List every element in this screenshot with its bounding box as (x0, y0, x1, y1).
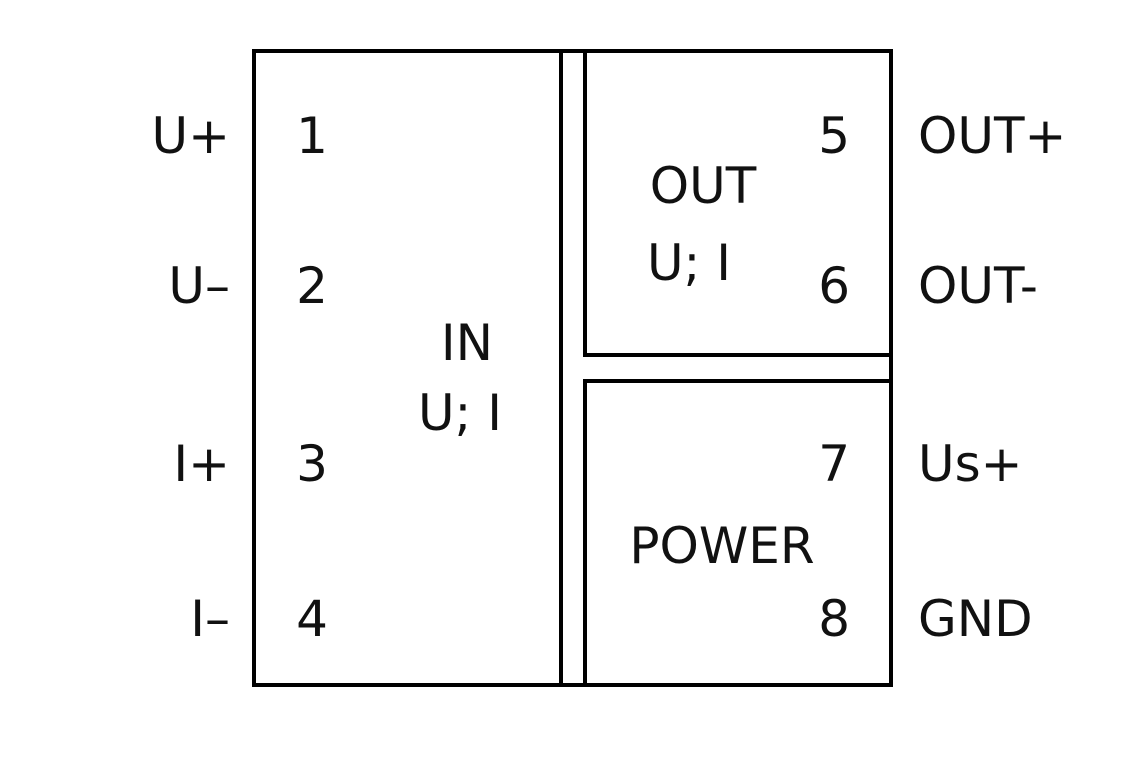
power-block-box (583, 379, 893, 687)
terminal-number: 6 (818, 257, 850, 315)
input-block-subtitle: U; I (418, 384, 502, 442)
output-block-subtitle: U; I (647, 234, 731, 292)
terminal-label: OUT- (918, 257, 1038, 315)
input-block-box (252, 49, 563, 687)
terminal-label: Us+ (918, 435, 1023, 493)
terminal-label: U– (168, 257, 230, 315)
terminal-number: 2 (296, 257, 328, 315)
terminal-label: I+ (173, 435, 230, 493)
input-block-title: IN (441, 314, 493, 372)
terminal-label: GND (918, 590, 1033, 648)
power-block-title: POWER (629, 517, 814, 575)
terminal-number: 3 (296, 435, 328, 493)
terminal-number: 5 (818, 107, 850, 165)
terminal-number: 7 (818, 435, 850, 493)
terminal-number: 4 (296, 590, 328, 648)
output-block-title: OUT (650, 157, 757, 215)
terminal-label: OUT+ (918, 107, 1066, 165)
terminal-label: I– (190, 590, 230, 648)
terminal-number: 8 (818, 590, 850, 648)
terminal-label: U+ (152, 107, 231, 165)
terminal-number: 1 (296, 107, 328, 165)
